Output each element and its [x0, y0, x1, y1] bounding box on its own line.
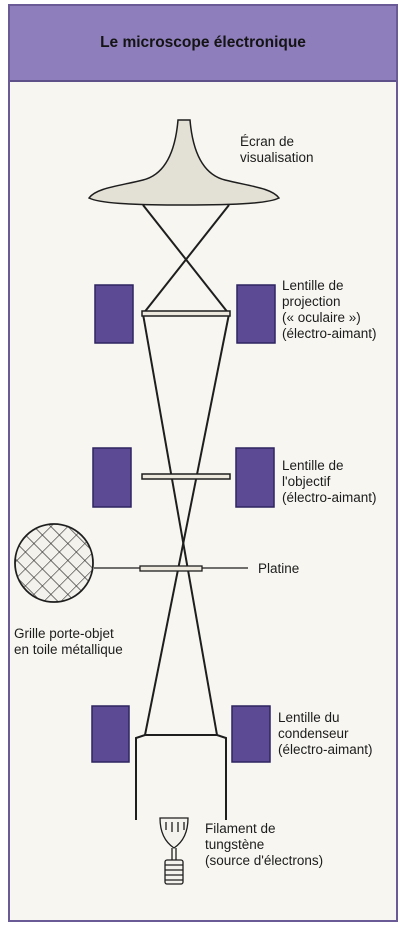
projection-lens-label: Lentille de projection (« oculaire ») (é…	[282, 278, 377, 341]
objective-lens-label: Lentille de l'objectif (électro-aimant)	[282, 458, 377, 505]
objective-lens-plane	[141, 473, 231, 480]
objective-magnet-left	[92, 447, 132, 508]
condenser-magnet-left	[91, 705, 130, 763]
condenser-magnet-right	[231, 705, 271, 763]
page-title: Le microscope électronique	[100, 34, 306, 51]
electron-beam	[135, 204, 230, 820]
screen-label: Écran de visualisation	[240, 134, 314, 165]
objective-magnet-right	[235, 447, 275, 508]
projection-magnet-left	[94, 284, 134, 344]
specimen-stage	[94, 565, 248, 572]
title-banner: Le microscope électronique	[10, 6, 396, 82]
condenser-lens-label: Lentille du condenseur (électro-aimant)	[278, 710, 373, 757]
viewing-screen-icon	[87, 119, 281, 206]
specimen-grid-icon	[14, 523, 94, 603]
tungsten-filament-icon	[159, 817, 189, 885]
projection-magnet-right	[236, 284, 276, 344]
diagram-panel: Le microscope électronique	[8, 4, 398, 922]
grid-label: Grille porte-objet en toile métallique	[14, 626, 123, 657]
electromagnet-icon	[91, 284, 276, 763]
filament-label: Filament de tungstène (source d'électron…	[205, 821, 324, 868]
stage-label: Platine	[258, 561, 300, 576]
projection-lens-plane	[141, 310, 231, 317]
